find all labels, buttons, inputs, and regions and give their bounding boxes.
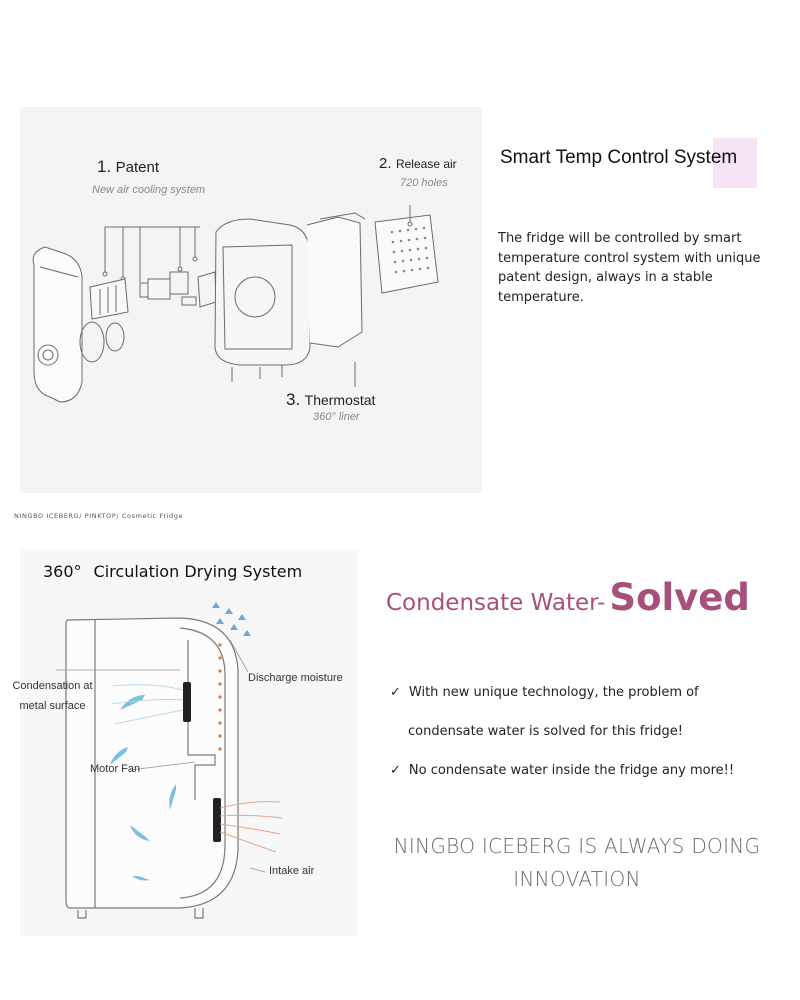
patent-sublabel: New air cooling system — [92, 184, 206, 196]
slogan-line1: NINGBO ICEBERG IS ALWAYS DOING — [393, 834, 761, 858]
circulation-title: 360° Circulation Drying System — [43, 562, 302, 581]
bullet-2-text: No condensate water inside the fridge an… — [408, 763, 735, 778]
release-word: Release air — [395, 157, 457, 171]
degree-symbol: ° — [73, 562, 82, 581]
patent-label: 1. Patent — [97, 157, 159, 177]
thermostat-number: 3. — [286, 390, 301, 409]
brand-caption: NINGBO ICEBERG/ PINKTOP/ Cosmetic Fridge — [14, 512, 184, 520]
condensate-heading-light: Condensate Water- — [386, 590, 606, 616]
slogan-line2: INNOVATION — [513, 867, 641, 891]
discharge-moisture-label: Discharge moisture — [248, 672, 343, 684]
circulation-diagram-image: 360° Circulation Drying System Condensati… — [12, 550, 358, 936]
bullet-1-text: With new unique technology, the problem … — [408, 685, 699, 700]
thermostat-word: Thermostat — [304, 392, 376, 408]
patent-number: 1. — [97, 157, 112, 176]
condensation-label-line2: metal surface — [19, 700, 86, 712]
exploded-diagram-image: 1. Patent New air cooling system 2. Rele… — [20, 107, 482, 493]
motor-fan-label: Motor Fan — [90, 763, 141, 775]
intake-air-label: Intake air — [269, 865, 315, 877]
smart-temp-description: The fridge will be controlled by smart t… — [498, 231, 761, 305]
release-air-label: 2. Release air — [379, 155, 457, 173]
condensation-label: Condensation at metal surface — [10, 676, 95, 716]
fridge-cross-section-illustration — [56, 602, 283, 919]
check-icon: ✓ — [390, 763, 401, 778]
condensation-label-line1: Condensation at — [12, 680, 93, 692]
circulation-title-text: Circulation Drying System — [93, 562, 303, 581]
bullet-2: ✓ No condensate water inside the fridge a… — [390, 763, 734, 778]
fridge-exploded-illustration — [32, 205, 439, 403]
thermostat-label: 3. Thermostat — [286, 390, 375, 410]
smart-temp-title: Smart Temp Control System — [500, 147, 738, 168]
release-number: 2. — [379, 155, 392, 172]
bullet-1-line1: ✓ With new unique technology, the problem… — [390, 685, 699, 700]
title-highlight — [713, 138, 757, 188]
patent-word: Patent — [115, 159, 160, 176]
release-air-sublabel: 720 holes — [400, 177, 448, 189]
condensate-heading: Condensate Water-Solved — [386, 576, 750, 619]
circulation-title-number: 360 — [43, 562, 74, 581]
check-icon: ✓ — [390, 685, 401, 700]
company-slogan: NINGBO ICEBERG IS ALWAYS DOING INNOVATIO… — [362, 830, 792, 896]
thermostat-sublabel: 360° liner — [313, 411, 360, 423]
bullet-1-line2: condensate water is solved for this frid… — [408, 724, 684, 739]
condensate-heading-bold: Solved — [609, 576, 750, 619]
